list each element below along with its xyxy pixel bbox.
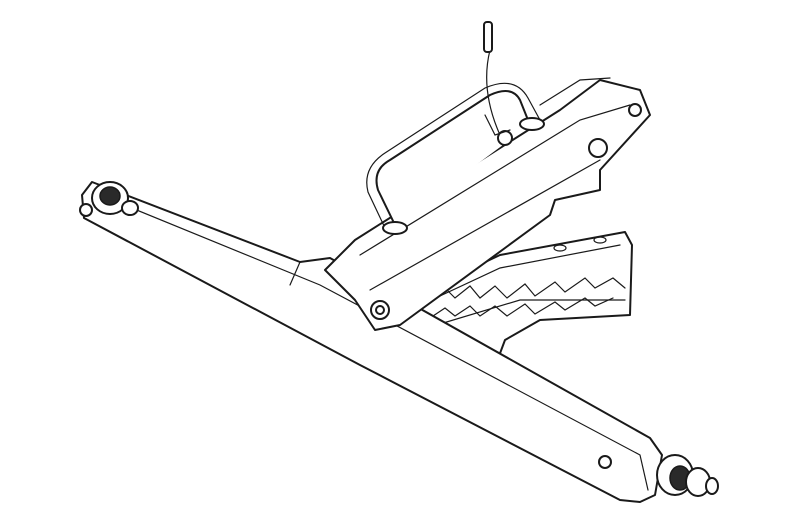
left-end-pin [91,181,139,216]
bolt-icon [79,203,93,217]
safety-pin-cable [483,21,513,146]
knob-icon [588,138,608,158]
hole-icon [628,103,642,117]
carry-handle [366,82,545,235]
right-end-pin [656,454,719,497]
main-beam [79,181,663,503]
bolt-icon [598,455,612,469]
upper-plate [324,77,651,331]
